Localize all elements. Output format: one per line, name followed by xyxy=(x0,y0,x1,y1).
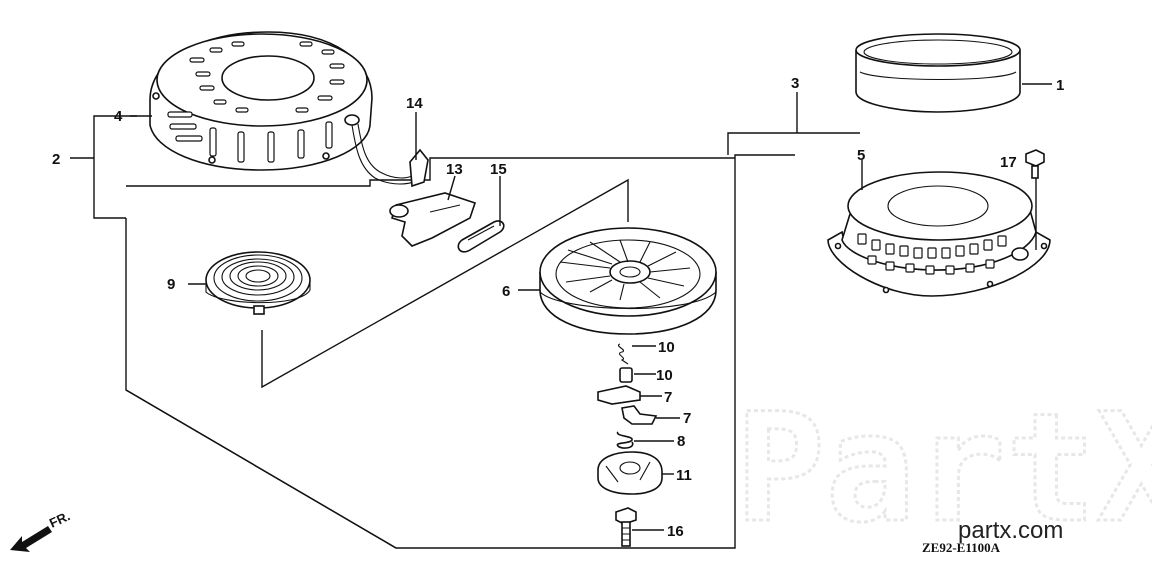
case-vent-slots xyxy=(857,233,1007,275)
starter-rope xyxy=(351,123,429,188)
watermark-logo: PartX xyxy=(734,381,1152,558)
callout-7a: 7 xyxy=(664,389,672,406)
recoil-cover-housing xyxy=(149,31,373,171)
callout-9: 9 xyxy=(167,276,175,293)
callout-10a: 10 xyxy=(658,339,675,356)
callout-2: 2 xyxy=(52,151,60,168)
callout-11: 11 xyxy=(676,467,692,484)
starter-grip xyxy=(389,192,477,247)
callout-labels: 1 2 3 4 5 6 7 7 8 9 10 10 11 13 14 15 16… xyxy=(52,75,1064,540)
callout-5: 5 xyxy=(857,147,865,164)
drawing-code: ZE92-E1100A xyxy=(922,540,1001,555)
cover-vent-slots xyxy=(167,41,345,163)
front-direction-arrow-icon: FR. xyxy=(10,508,72,552)
fan-cover-ring xyxy=(855,33,1021,113)
callout-4: 4 xyxy=(114,108,123,125)
callout-10b: 10 xyxy=(656,367,673,384)
callout-13: 13 xyxy=(446,161,463,178)
callout-17: 17 xyxy=(1000,154,1017,171)
flange-bolt xyxy=(1025,149,1045,179)
callout-3: 3 xyxy=(791,75,799,92)
assembly-outline xyxy=(125,154,795,549)
explode-line-spring xyxy=(261,178,629,389)
callout-14: 14 xyxy=(406,95,423,112)
group-brackets xyxy=(70,92,860,549)
starter-case xyxy=(827,171,1051,297)
bracket-3 xyxy=(727,132,860,155)
callout-1: 1 xyxy=(1056,77,1064,94)
explode-line-lower xyxy=(125,389,397,549)
grip-insert xyxy=(457,220,505,253)
ratchet-stack xyxy=(597,343,663,547)
watermark-site: partx.com xyxy=(958,517,1063,544)
assembly-outline-top xyxy=(126,157,735,187)
callout-16: 16 xyxy=(667,523,684,540)
callout-8: 8 xyxy=(677,433,685,450)
recoil-spring xyxy=(205,251,311,315)
leader-lines xyxy=(130,83,1052,531)
direction-label: FR. xyxy=(47,508,72,530)
callout-6: 6 xyxy=(502,283,510,300)
callout-15: 15 xyxy=(490,161,507,178)
callout-7b: 7 xyxy=(683,410,691,427)
reel-pulley xyxy=(539,227,717,335)
bracket-2 xyxy=(93,115,137,219)
watermark-logo-text: PartX xyxy=(735,382,1152,556)
